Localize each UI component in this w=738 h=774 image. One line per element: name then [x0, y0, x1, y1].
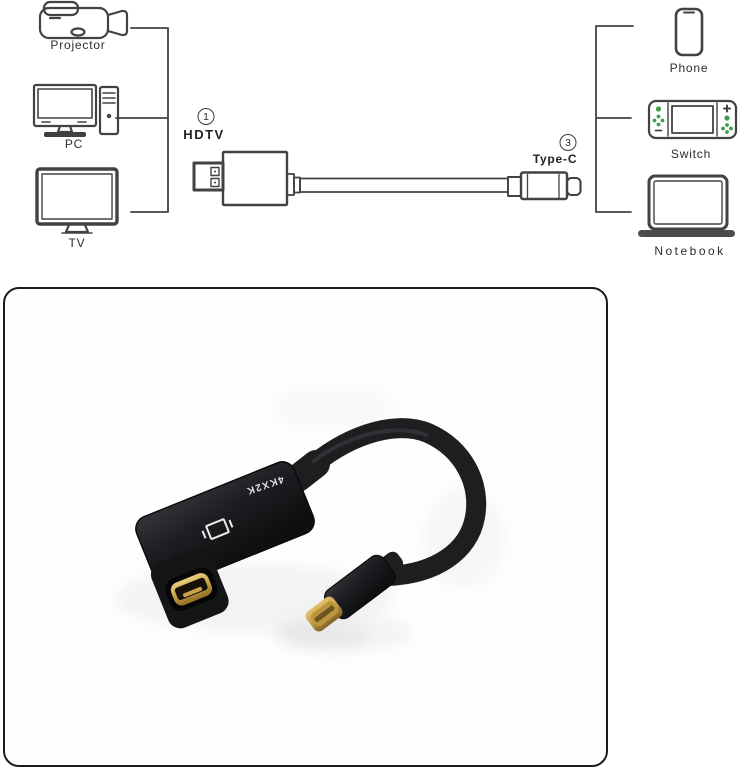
- connector-label-typec: Type-C: [532, 152, 578, 166]
- projector-icon: [38, 0, 129, 40]
- monitor-print-icon: [201, 518, 234, 540]
- usbc-plug: [305, 551, 404, 632]
- connection-diagram: [32, 0, 738, 237]
- source-label-tv: TV: [68, 236, 86, 250]
- pc-icon: [32, 83, 120, 137]
- callout-number-1: 1: [197, 108, 215, 125]
- source-bracket-lines: [115, 27, 169, 213]
- product-photo-frame: 4KX2K: [3, 287, 608, 767]
- switch-icon: [647, 99, 738, 140]
- tv-icon: [35, 167, 119, 234]
- hdmi-port: [150, 547, 229, 629]
- cable-drawing: [299, 177, 509, 193]
- callout-number-3: 3: [559, 134, 577, 151]
- plug-shadow: [278, 628, 370, 648]
- target-bracket-lines: [595, 25, 634, 213]
- adapter-cable: [284, 418, 487, 586]
- notebook-icon: [638, 174, 735, 237]
- target-label-notebook: Notebook: [654, 244, 726, 258]
- phone-icon: [674, 7, 704, 57]
- target-label-switch: Switch: [670, 147, 712, 161]
- source-label-pc: PC: [64, 137, 84, 151]
- typec-connector-drawing: [507, 171, 582, 201]
- adapter-product-photo: 4KX2K: [114, 386, 504, 651]
- source-label-projector: Projector: [50, 38, 106, 52]
- hdmi-connector-drawing: [192, 150, 301, 207]
- target-label-phone: Phone: [669, 61, 709, 75]
- connector-label-hdtv: HDTV: [183, 127, 225, 142]
